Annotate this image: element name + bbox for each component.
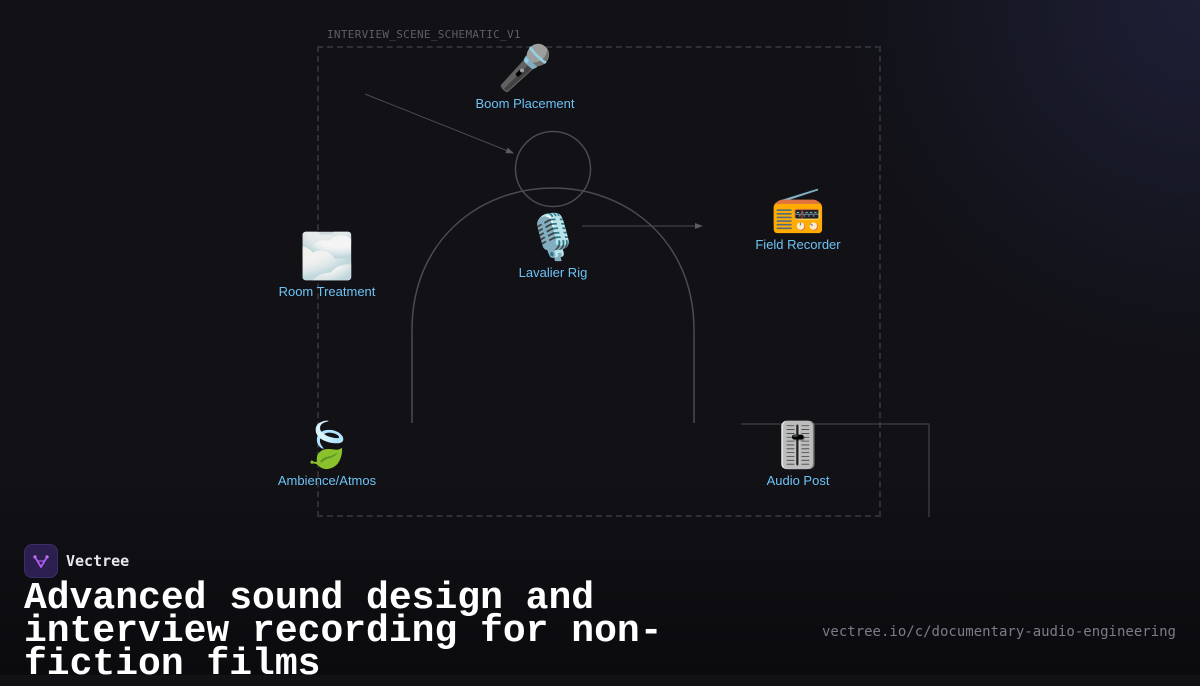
schematic-frame bbox=[317, 46, 881, 517]
subject-body bbox=[411, 187, 695, 423]
node-ambience-atmos: 🍃 Ambience/Atmos bbox=[257, 420, 397, 489]
node-label: Ambience/Atmos bbox=[277, 473, 377, 488]
page-title: Advanced sound design and interview reco… bbox=[24, 577, 663, 686]
boom-arrow bbox=[364, 93, 514, 154]
vectree-logo-icon bbox=[24, 544, 58, 578]
brand[interactable]: Vectree bbox=[24, 544, 129, 578]
node-label: Room Treatment bbox=[278, 284, 376, 299]
node-room-treatment: 🌫️ Room Treatment bbox=[257, 231, 397, 300]
microphone-icon: 🎤 bbox=[497, 43, 553, 94]
audio-post-connector bbox=[741, 423, 930, 517]
brand-name: Vectree bbox=[66, 552, 130, 570]
level-slider-icon: 🎚️ bbox=[770, 420, 826, 471]
node-field-recorder: 📻 Field Recorder bbox=[728, 184, 868, 253]
node-label: Boom Placement bbox=[475, 96, 575, 111]
node-audio-post: 🎚️ Audio Post bbox=[728, 420, 868, 489]
course-url[interactable]: vectree.io/c/documentary-audio-engineeri… bbox=[821, 624, 1176, 640]
fog-icon: 🌫️ bbox=[299, 231, 355, 282]
node-lavalier-rig: 🎙️ Lavalier Rig bbox=[483, 212, 623, 281]
node-label: Lavalier Rig bbox=[518, 265, 588, 280]
node-label: Field Recorder bbox=[755, 237, 841, 252]
leaf-icon: 🍃 bbox=[299, 420, 355, 471]
node-boom-placement: 🎤 Boom Placement bbox=[455, 43, 595, 112]
subject-head bbox=[514, 130, 592, 208]
radio-icon: 📻 bbox=[770, 184, 826, 235]
schematic-caption: INTERVIEW_SCENE_SCHEMATIC_V1 bbox=[327, 28, 521, 41]
node-label: Audio Post bbox=[766, 473, 830, 488]
studio-microphone-icon: 🎙️ bbox=[525, 212, 581, 263]
